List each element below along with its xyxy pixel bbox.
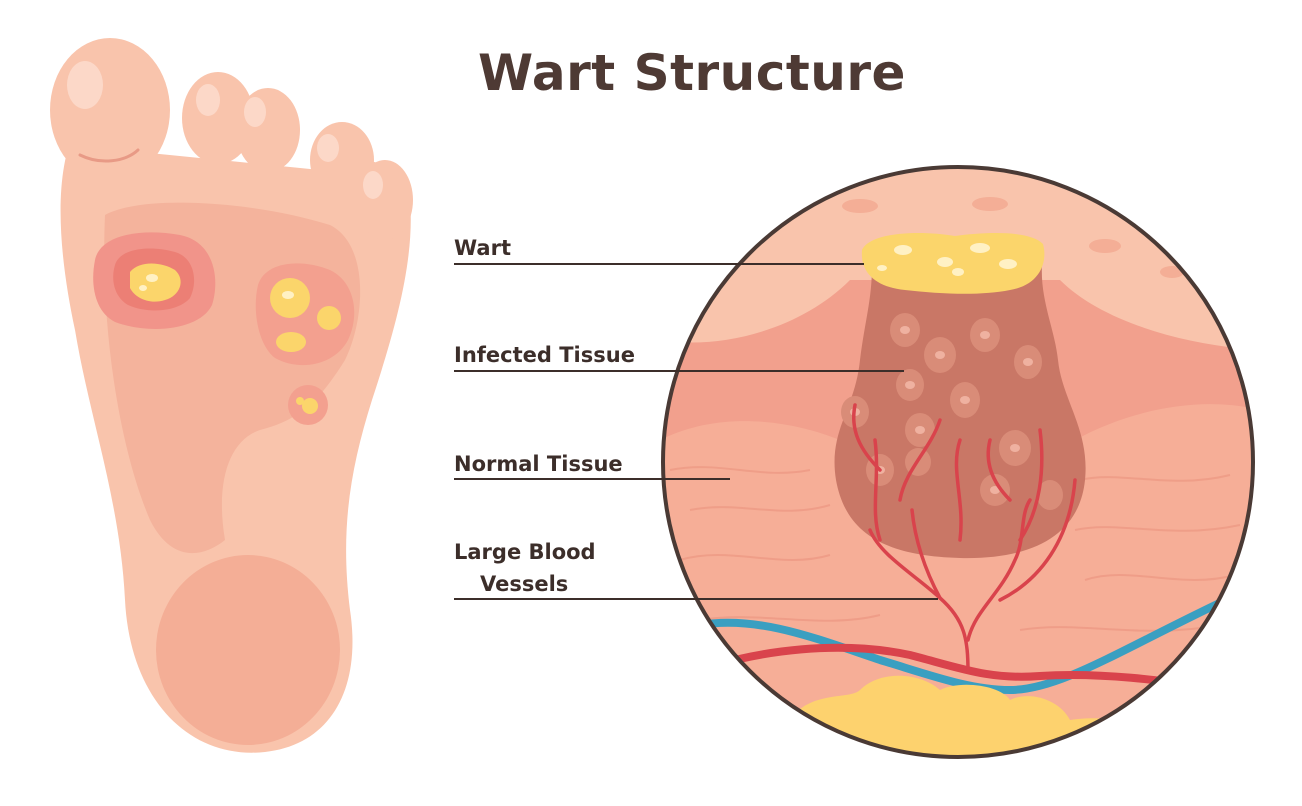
label-blood-vessels-line1: Large Blood [454,540,596,564]
toes [50,38,413,240]
label-wart: Wart [454,236,511,260]
foot-wart-medium [255,263,355,366]
toe-nail [363,171,383,199]
label-blood-vessels-line2: Vessels [480,572,569,596]
foot-wart-small [288,385,328,425]
leader-line-blood-vessels [454,598,938,600]
tissue-fibers [669,466,1241,632]
label-normal-tissue: Normal Tissue [454,452,623,476]
foot-wart-large [93,232,216,329]
blue-vessel [699,594,1232,695]
leader-line-normal-tissue [454,478,730,480]
diagram-title: Wart Structure [478,44,906,102]
normal-tissue-layer [663,404,1253,757]
wart-cap-highlights [877,243,1017,276]
capillaries [852,403,1077,674]
toe-nail [196,84,220,116]
cross-section-layers [663,167,1253,757]
leader-line-wart [454,263,864,265]
big-toe-nail [67,61,103,109]
heel-shade [156,555,340,745]
toe-nail [244,97,266,127]
leader-line-infected-tissue [454,370,904,372]
wart-cap [861,232,1045,294]
toe-nail [317,134,339,162]
red-vessel [698,643,1231,694]
cross-section-outline [661,165,1255,759]
label-infected-tissue: Infected Tissue [454,343,635,367]
big-toe-crease [78,148,140,163]
